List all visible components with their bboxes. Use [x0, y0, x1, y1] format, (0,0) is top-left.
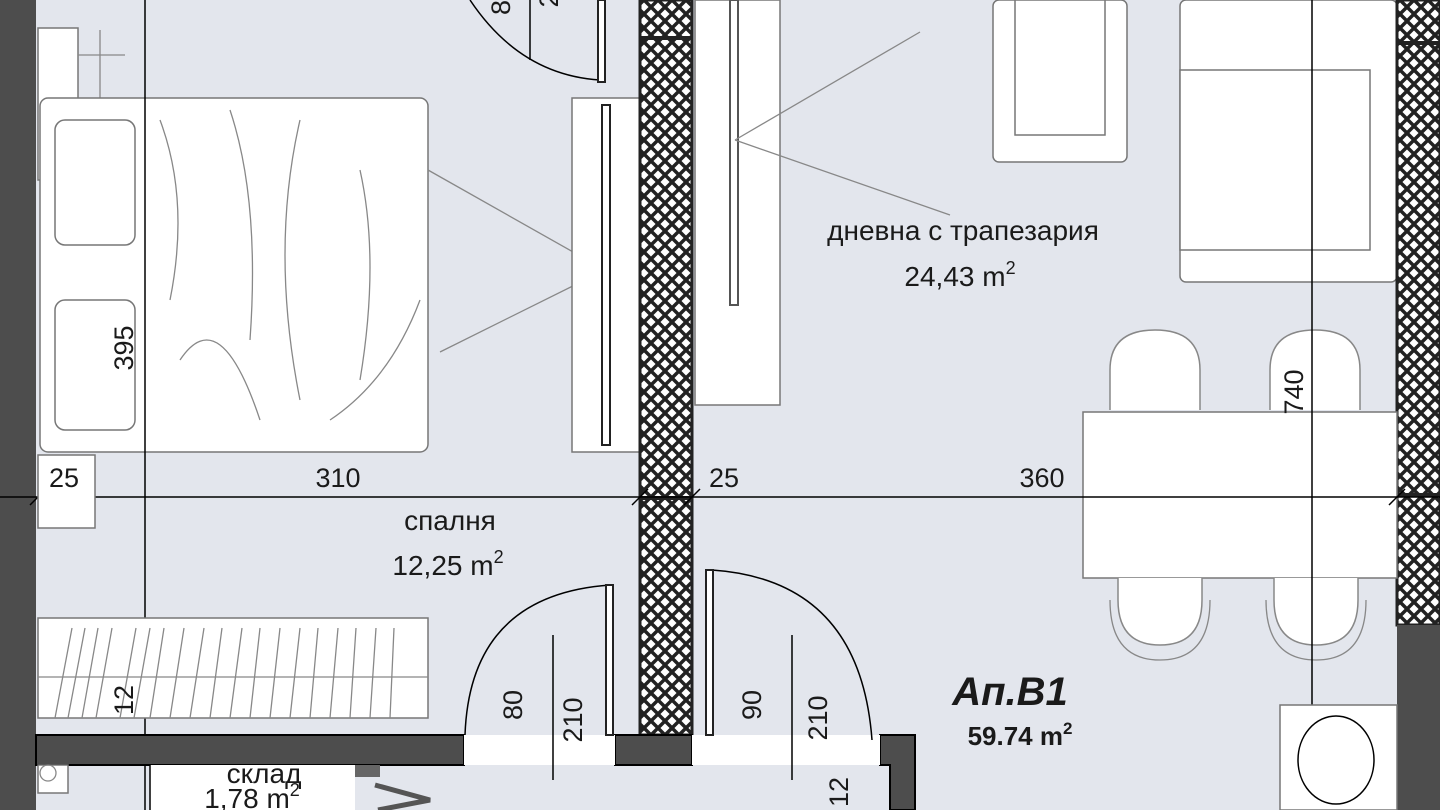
room-name-storage: склад	[227, 758, 302, 789]
living-sightline	[734, 139, 951, 216]
room-area-bedroom: 12,25 m2	[392, 547, 503, 581]
dim-left-offset: 25	[49, 463, 79, 493]
dim-door-top-height: 210	[534, 0, 564, 8]
dim-door-bedroom-height: 210	[558, 697, 588, 742]
wardrobe	[37, 617, 429, 719]
dim-door-bedroom-width: 80	[498, 690, 528, 720]
ottoman	[992, 0, 1128, 163]
door-top: 80 210	[469, 0, 606, 83]
dim-door-entry-height: 210	[803, 695, 833, 740]
dim-bedroom-width: 310	[315, 463, 360, 493]
outer-wall-right-solid	[1397, 625, 1440, 810]
dim-wall-left: 12	[109, 685, 139, 715]
dim-wall-right: 12	[824, 777, 854, 807]
bedroom-shelf	[37, 454, 96, 529]
outer-wall-left	[0, 0, 36, 810]
door-opening-bedroom	[464, 735, 615, 765]
bed	[39, 97, 429, 453]
storage-room	[150, 765, 355, 810]
interior-wall	[638, 0, 694, 737]
dim-living-height: 740	[1279, 369, 1309, 414]
sofa	[1179, 0, 1398, 283]
room-area-storage: 1,78 m2	[204, 780, 300, 810]
apartment-name: Ап.B1	[951, 670, 1068, 714]
wall-bottom-pillar	[879, 734, 916, 810]
room-name-living: дневна с трапезария	[827, 215, 1099, 246]
room-name-bedroom: спалня	[404, 505, 496, 536]
outer-wall-right	[1395, 0, 1440, 627]
dim-bedroom-height: 395	[109, 325, 139, 370]
dim-door-top-width: 80	[486, 0, 516, 15]
toilet	[1279, 704, 1398, 810]
wall-bottom-left	[35, 734, 465, 766]
tv-unit-bedroom	[571, 97, 641, 453]
dim-wall-offset: 25	[709, 463, 739, 493]
door-opening-entry	[692, 735, 880, 765]
room-area-living: 24,43 m2	[904, 258, 1015, 292]
dim-door-entry-width: 90	[737, 690, 767, 720]
door-bedroom[interactable]	[464, 584, 614, 780]
dining-table	[1082, 329, 1398, 661]
tv-unit-living	[694, 0, 781, 406]
living-sightline	[734, 31, 921, 141]
door-entry[interactable]	[705, 569, 873, 780]
wall-bottom-middle	[614, 734, 693, 766]
dim-living-width: 360	[1019, 463, 1064, 493]
apartment-area: 59.74 m2	[968, 719, 1073, 751]
